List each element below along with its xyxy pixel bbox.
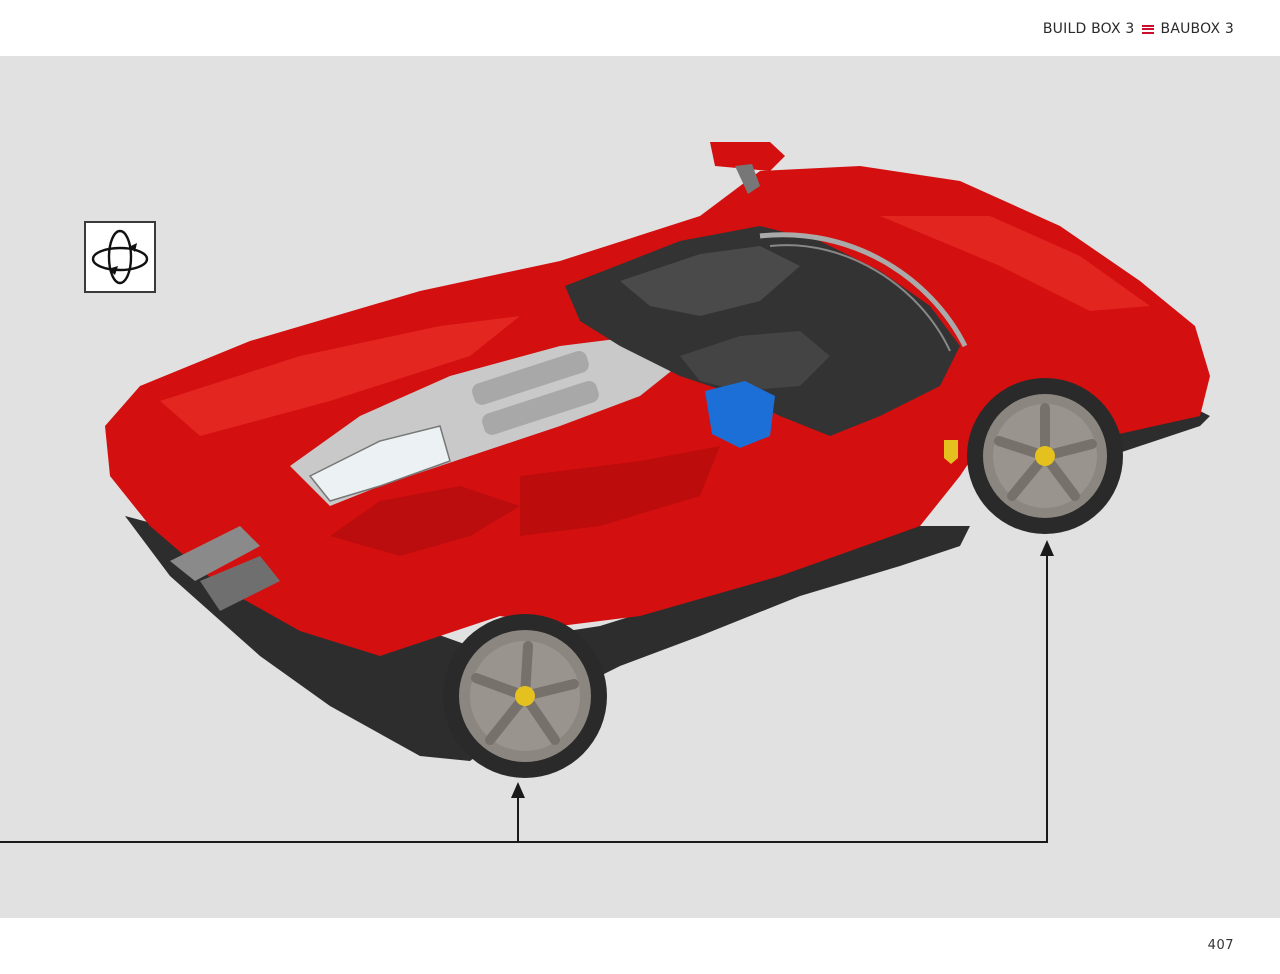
build-box-label: BUILD BOX 3 BAUBOX 3 xyxy=(1043,20,1234,38)
build-box-label-de: BAUBOX 3 xyxy=(1160,21,1234,37)
page-header: BUILD BOX 3 BAUBOX 3 xyxy=(0,0,1280,56)
build-box-label-en: BUILD BOX 3 xyxy=(1042,21,1135,37)
callout-arrow-icon xyxy=(0,540,1054,843)
instruction-panel xyxy=(0,56,1280,918)
rotate-model-icon xyxy=(84,221,156,293)
page-footer: 407 xyxy=(0,918,1280,974)
page-number: 407 xyxy=(1207,938,1234,953)
divider-lines-icon xyxy=(1141,24,1154,34)
ferrari-technic-model-illustration xyxy=(0,142,1210,843)
